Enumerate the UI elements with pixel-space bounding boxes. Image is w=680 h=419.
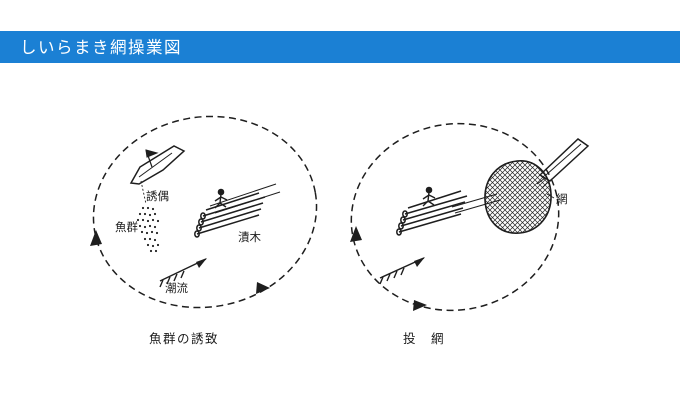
header-bar	[0, 31, 680, 63]
left-caption: 魚群の誘致	[149, 331, 219, 346]
boat-icon	[129, 145, 186, 205]
route-arrow-icon	[90, 230, 102, 246]
fisherman-icon	[422, 186, 436, 207]
left-circulation-path	[92, 115, 318, 309]
page-header: しいらまき網操業図	[0, 31, 680, 63]
net-label: 網	[556, 192, 568, 206]
net-label-leader	[546, 193, 555, 199]
logs-label: 漬木	[238, 230, 261, 244]
route-arrow-icon	[256, 282, 270, 294]
right-diagram: 網 投 網	[350, 122, 590, 346]
current-label: 潮流	[165, 281, 188, 295]
boat-icon	[536, 138, 590, 189]
fish-school-label: 魚群	[115, 220, 138, 234]
left-diagram: 誘偶 魚群	[90, 115, 318, 346]
fish-school-dots-icon	[136, 206, 160, 253]
right-caption: 投 網	[403, 331, 445, 346]
current-arrow-icon	[379, 257, 425, 285]
fisherman-icon	[214, 188, 228, 209]
current-arrow-icon	[159, 258, 207, 288]
route-arrow-icon	[413, 300, 427, 311]
log-raft-icon	[194, 183, 281, 238]
page-title: しいらまき網操業図	[20, 38, 182, 57]
cast-net-icon	[484, 160, 552, 234]
lure-label: 誘偶	[146, 190, 169, 203]
route-arrow-icon	[350, 226, 362, 242]
